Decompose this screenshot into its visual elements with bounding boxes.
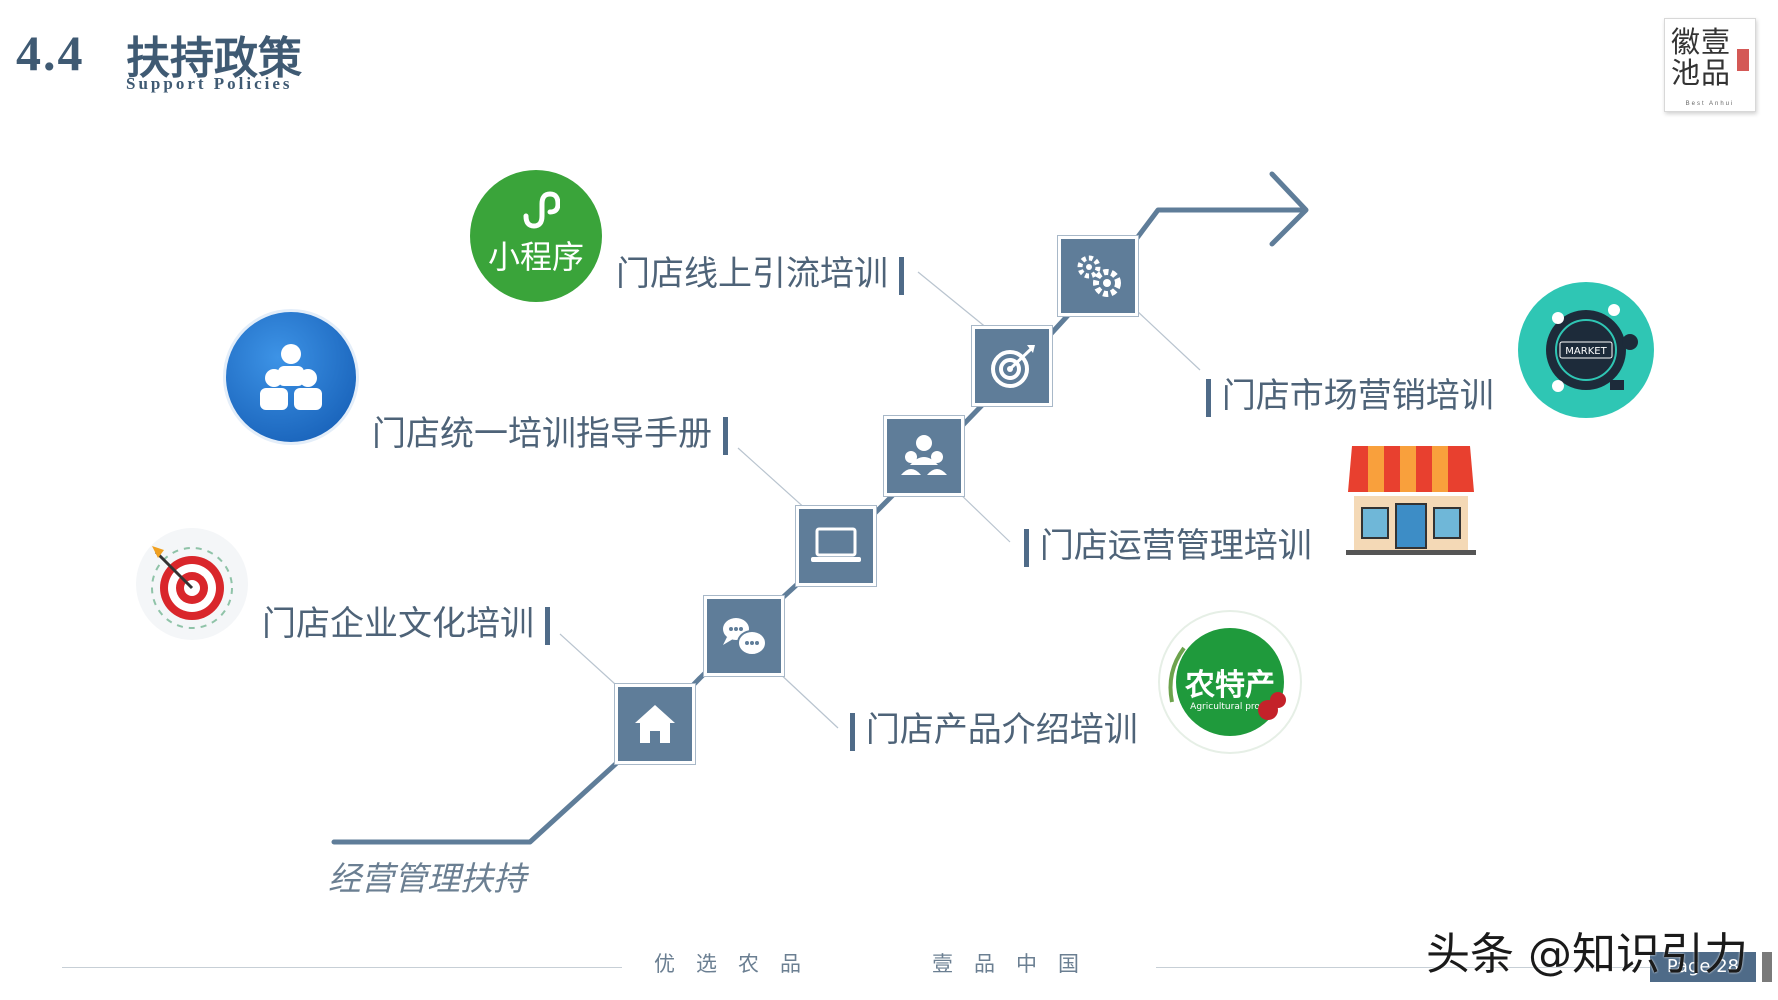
page-title: 扶持政策 (126, 33, 302, 84)
step-home (615, 684, 695, 764)
label-text: 门店产品介绍培训 (865, 710, 1138, 750)
step-gears (1058, 236, 1138, 316)
agri-text: 农特产 (1185, 668, 1275, 703)
label-bar (898, 257, 904, 295)
home-icon (635, 705, 675, 743)
people-badge (226, 312, 356, 442)
laptop-icon (811, 527, 861, 562)
label-text: 门店市场营销培训 (1221, 376, 1494, 416)
label-bar (544, 607, 550, 645)
label-marketing-training: 门店市场营销培训 (1206, 368, 1494, 417)
label-operation-training: 门店运营管理培训 (1024, 518, 1312, 567)
footer-line-left (62, 967, 622, 968)
label-bar (722, 417, 728, 455)
label-text: 门店统一培训指导手册 (372, 414, 712, 454)
label-online-training: 门店线上引流培训 (616, 246, 904, 295)
page-number: Page 28 (1650, 952, 1756, 982)
staircase-caption: 经营管理扶持 (328, 859, 526, 898)
step-laptop (796, 506, 876, 586)
label-product-training: 门店产品介绍培训 (850, 702, 1138, 751)
label-culture-training: 门店企业文化培训 (262, 596, 550, 645)
label-bar (850, 713, 855, 751)
market-text: MARKET (1565, 346, 1607, 357)
people-icon (260, 344, 322, 410)
gears-icon (1077, 255, 1121, 297)
dartboard-icon (151, 546, 233, 629)
agri-badge: 农特产 Agricultural product (1160, 612, 1300, 752)
logo-small-text: Best Anhui (1685, 101, 1735, 107)
page-subtitle: Support Policies (126, 74, 293, 93)
label-text: 门店企业文化培训 (262, 604, 534, 644)
market-icon: MARKET (1546, 304, 1638, 392)
step-team (884, 416, 964, 496)
footer-text-left: 优 选 农 品 (654, 952, 801, 976)
label-bar (1206, 379, 1211, 417)
mini-program-text: 小程序 (487, 238, 584, 276)
step-chat (704, 596, 784, 676)
agri-decoration (1168, 646, 1286, 720)
watermark: 头条 @知识引力 (1426, 929, 1748, 980)
mini-program-badge: 小程序 (470, 170, 602, 302)
agri-subtext: Agricultural product (1190, 702, 1280, 712)
label-text: 门店线上引流培训 (616, 254, 888, 294)
logo-text: 徽壹池品 (1671, 25, 1732, 90)
dartboard-badge (136, 528, 248, 640)
shop-icon (1346, 446, 1476, 555)
label-text: 门店运营管理培训 (1039, 526, 1312, 566)
logo-seal (1737, 49, 1749, 71)
shop-illustration (1346, 436, 1476, 560)
mini-program-icon (523, 191, 560, 229)
chat-icon (723, 618, 767, 656)
page-marker (1762, 952, 1772, 982)
label-manual: 门店统一培训指导手册 (372, 406, 728, 455)
team-icon (901, 435, 947, 475)
market-badge: MARKET (1518, 282, 1654, 418)
target-icon (991, 345, 1035, 388)
footer-text-right: 壹 品 中 国 (932, 952, 1079, 976)
brand-logo: 徽壹池品 Best Anhui (1664, 18, 1756, 112)
label-bar (1024, 529, 1029, 567)
step-target (972, 326, 1052, 406)
footer-line-right (1156, 967, 1656, 968)
section-number: 4.4 (16, 25, 85, 81)
